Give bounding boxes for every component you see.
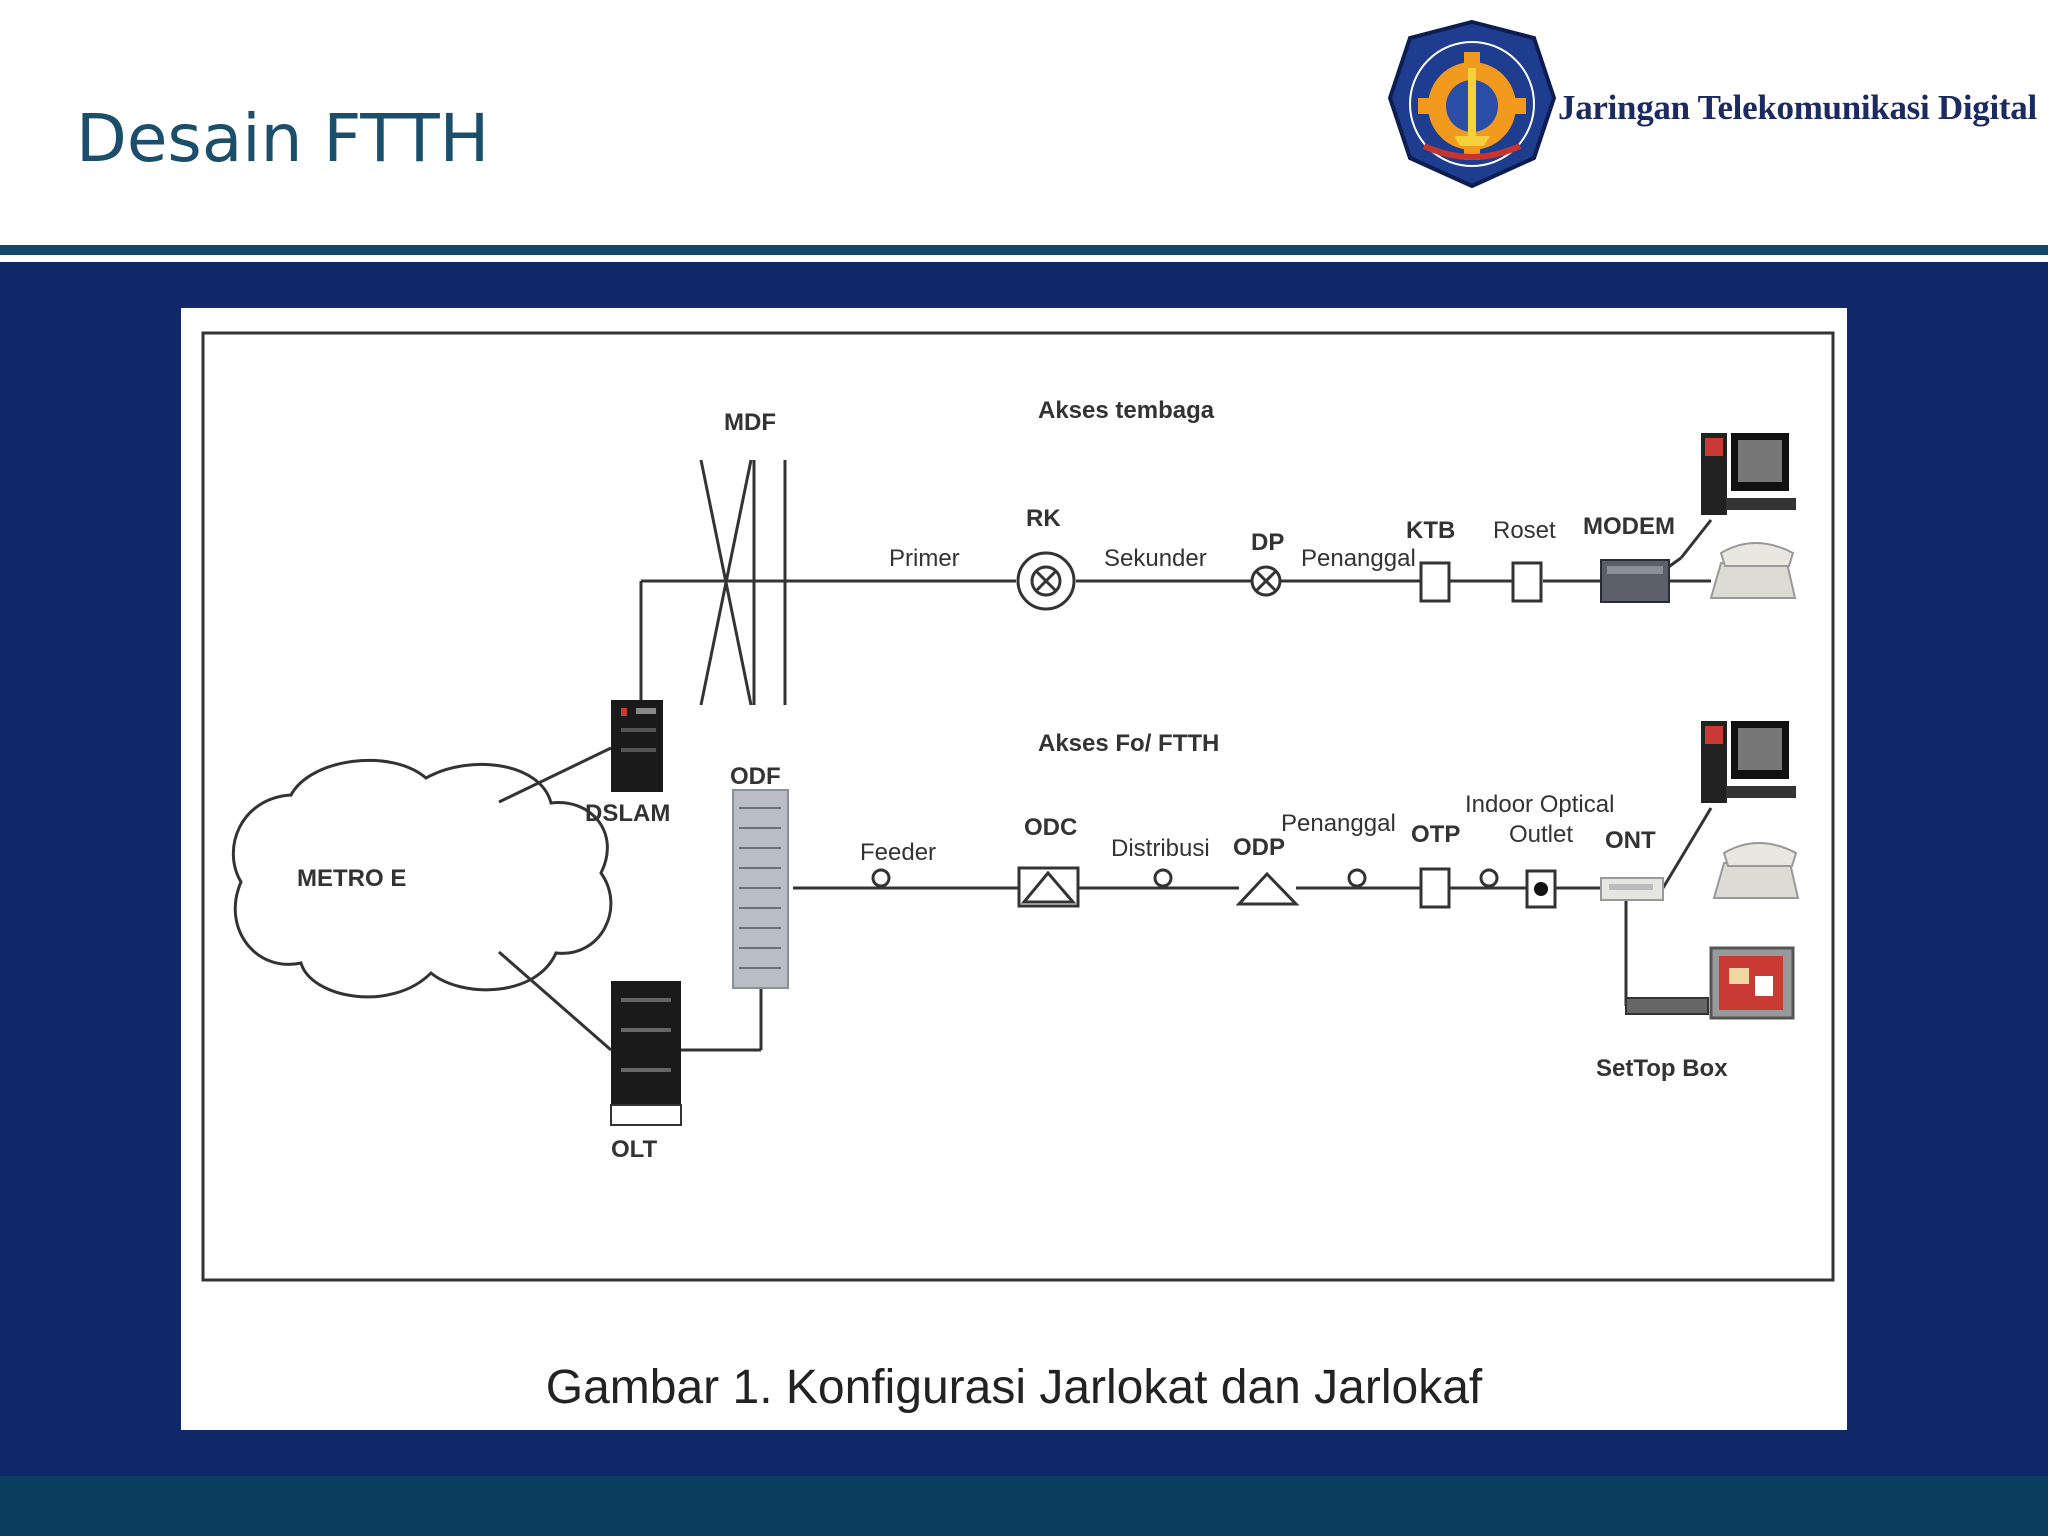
label-ont: ONT [1605, 827, 1656, 854]
dslam-device [611, 700, 663, 792]
label-roset: Roset [1493, 517, 1556, 544]
polinema-logo [1384, 18, 1560, 190]
label-settop: SetTop Box [1596, 1055, 1728, 1082]
figure-caption: Gambar 1. Konfigurasi Jarlokat dan Jarlo… [545, 1361, 1483, 1414]
label-penanggal-fiber: Penanggal [1281, 810, 1396, 837]
label-odf: ODF [730, 763, 781, 790]
label-dp: DP [1251, 529, 1284, 556]
label-metro: METRO E [297, 865, 406, 892]
rk-node [1016, 551, 1076, 611]
odf-rack [732, 789, 789, 989]
pc-icon-copper [1701, 433, 1796, 515]
metro-cloud [231, 758, 613, 999]
ktb-node [1419, 561, 1451, 603]
brand-text: Jaringan Telekomunikasi Digital [1558, 88, 2037, 127]
olt-device [610, 981, 682, 1126]
header-rule [0, 245, 2048, 255]
roset-node [1511, 561, 1543, 603]
feeder-connector [871, 868, 891, 888]
ftth-diagram: Akses tembaga MDF RK Primer Sekunder DP … [201, 331, 1835, 1282]
label-distribusi: Distribusi [1111, 835, 1210, 862]
label-ktb: KTB [1406, 517, 1455, 544]
header-rule-blue [0, 262, 2048, 274]
dp-node [1250, 565, 1282, 597]
label-indoor-2: Outlet [1509, 821, 1573, 848]
otp-node [1419, 867, 1451, 909]
label-sekunder: Sekunder [1104, 545, 1207, 572]
label-olt: OLT [611, 1136, 658, 1163]
network-diagram-figure: Akses tembaga MDF RK Primer Sekunder DP … [181, 308, 1847, 1430]
label-dslam: DSLAM [585, 800, 670, 827]
odp-node [1235, 871, 1300, 906]
label-mdf: MDF [724, 409, 776, 436]
mdf-symbol [699, 459, 787, 706]
label-rk: RK [1026, 505, 1061, 532]
label-modem: MODEM [1583, 513, 1675, 540]
settop-box-device [1625, 946, 1795, 1020]
phone-icon-fiber [1712, 842, 1800, 899]
slide-title: Desain FTTH [76, 100, 490, 177]
penanggal-connector [1347, 868, 1367, 888]
label-primer: Primer [889, 545, 960, 572]
label-indoor-1: Indoor Optical [1465, 791, 1614, 818]
label-akses-fo: Akses Fo/ FTTH [1038, 730, 1219, 757]
ont-device [1600, 877, 1664, 901]
label-penanggal-copper: Penanggal [1301, 545, 1416, 572]
outlet-node [1525, 869, 1557, 909]
otp-connector [1479, 868, 1499, 888]
odc-node [1017, 866, 1080, 908]
label-otp: OTP [1411, 821, 1460, 848]
modem-device [1600, 559, 1670, 603]
label-akses-tembaga: Akses tembaga [1038, 397, 1215, 424]
phone-icon-copper [1709, 542, 1797, 599]
pc-icon-fiber [1701, 721, 1796, 803]
label-feeder: Feeder [860, 839, 936, 866]
label-odc: ODC [1024, 814, 1077, 841]
distribusi-connector [1153, 868, 1173, 888]
label-odp: ODP [1233, 834, 1285, 861]
footer-bar [0, 1476, 2048, 1536]
